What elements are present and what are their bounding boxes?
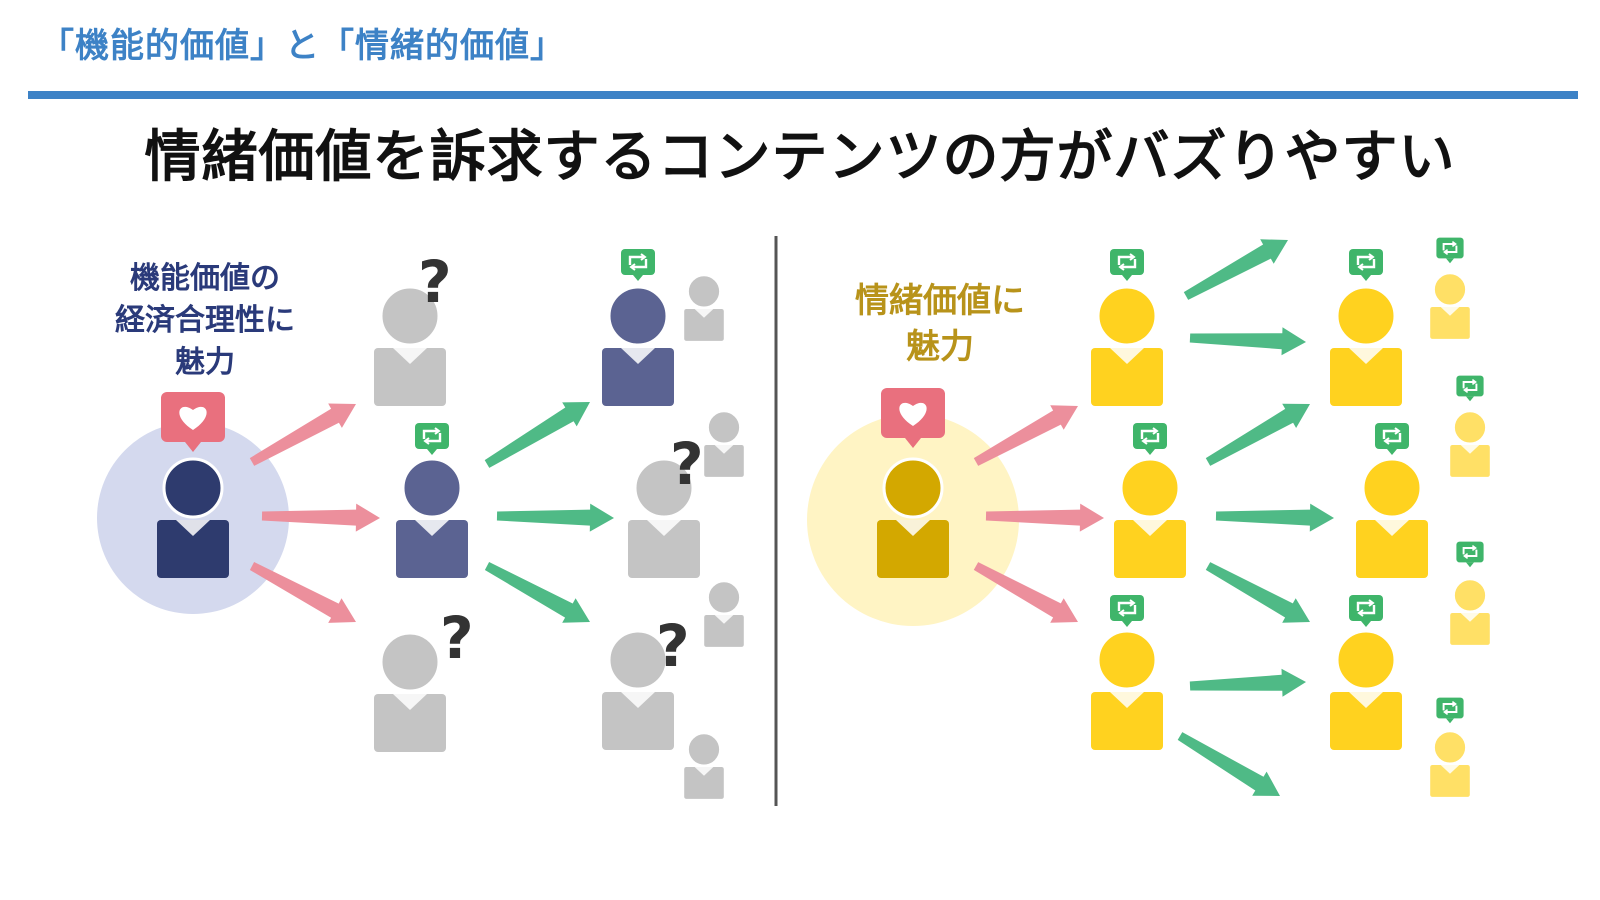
right-tier3-person-4 [1430,730,1470,797]
left-tier2-person-mid [628,457,700,578]
right-retweet-badge-8 [1456,375,1484,402]
right-retweet-badge-7 [1436,237,1464,264]
right-green-arrow-5 [1205,562,1310,623]
right-retweet-badge-5 [1375,423,1409,455]
left-tier1-person-bottom [374,631,446,752]
right-tier2-person-top [1330,285,1402,406]
right-green-arrow-6 [1189,668,1306,697]
right-pink-arrow-mid [985,503,1104,532]
left-tier3-person-2 [704,410,744,477]
right-pink-arrow-up [973,405,1078,466]
left-label-line-1: 機能価値の [130,261,280,296]
right-green-arrow-2 [1189,327,1306,356]
right-like-badge [881,388,945,448]
left-label-line-2: 経済合理性に [115,303,295,338]
right-retweet-badge-2 [1133,423,1167,455]
left-tier2-person-bottom [602,629,674,750]
right-tier1-person-mid [1114,457,1186,578]
left-question-mark-2: ? [440,604,474,672]
right-green-arrow-7 [1177,732,1280,796]
left-tier1-person-mid [396,457,468,578]
heart-icon [899,402,927,426]
right-tier3-person-1 [1430,272,1470,339]
right-retweet-badge-4 [1349,249,1383,281]
left-retweet-badge-2 [621,249,655,281]
left-tier3-person-1 [684,274,724,341]
left-panel-label: 機能価値の 経済合理性に 魅力 [90,258,320,384]
right-green-arrow-4 [1215,503,1334,532]
right-green-arrow-3 [1205,403,1310,466]
right-retweet-badge-10 [1436,697,1464,724]
right-tier3-person-3 [1450,578,1490,645]
right-label-line-2: 魅力 [906,327,974,367]
left-tier3-person-3 [704,580,744,647]
right-tier2-person-mid [1356,457,1428,578]
left-pink-arrow-down [249,562,356,623]
left-green-arrow-mid [496,503,614,532]
left-retweet-badge-1 [415,423,449,455]
right-tier2-person-bottom [1330,629,1402,750]
left-green-arrow-down [484,562,590,623]
right-pink-arrow-down [973,562,1078,623]
left-pink-arrow-up [249,403,356,466]
right-label-line-1: 情緒価値に [855,281,1025,321]
right-panel-label: 情緒価値に 魅力 [820,278,1060,370]
header-rule [28,91,1578,99]
right-green-arrow-1 [1183,239,1288,300]
page-header-title: 「機能的価値」と「情緒的価値」 [40,26,565,66]
left-source-person [157,457,229,578]
right-tier3-person-2 [1450,410,1490,477]
left-pink-arrow-mid [261,503,380,532]
right-retweet-badge-3 [1110,595,1144,627]
left-question-mark-4: ? [656,612,690,680]
right-retweet-badge-6 [1349,595,1383,627]
left-question-mark-3: ? [670,430,704,498]
heart-icon [179,406,207,430]
left-green-arrow-up [484,402,590,468]
right-tier1-person-bottom [1091,629,1163,750]
left-tier1-person-top [374,285,446,406]
left-tier3-person-4 [684,732,724,799]
left-like-badge [161,392,225,452]
right-tier1-person-top [1091,285,1163,406]
right-retweet-badge-9 [1456,541,1484,568]
headline: 情緒価値を訴求するコンテンツの方がバズりやすい [144,125,1456,190]
right-source-person [877,457,949,578]
right-retweet-badge-1 [1110,249,1144,281]
left-question-mark-1: ? [418,248,452,316]
left-label-line-3: 魅力 [175,345,235,380]
left-tier2-person-top [602,285,674,406]
